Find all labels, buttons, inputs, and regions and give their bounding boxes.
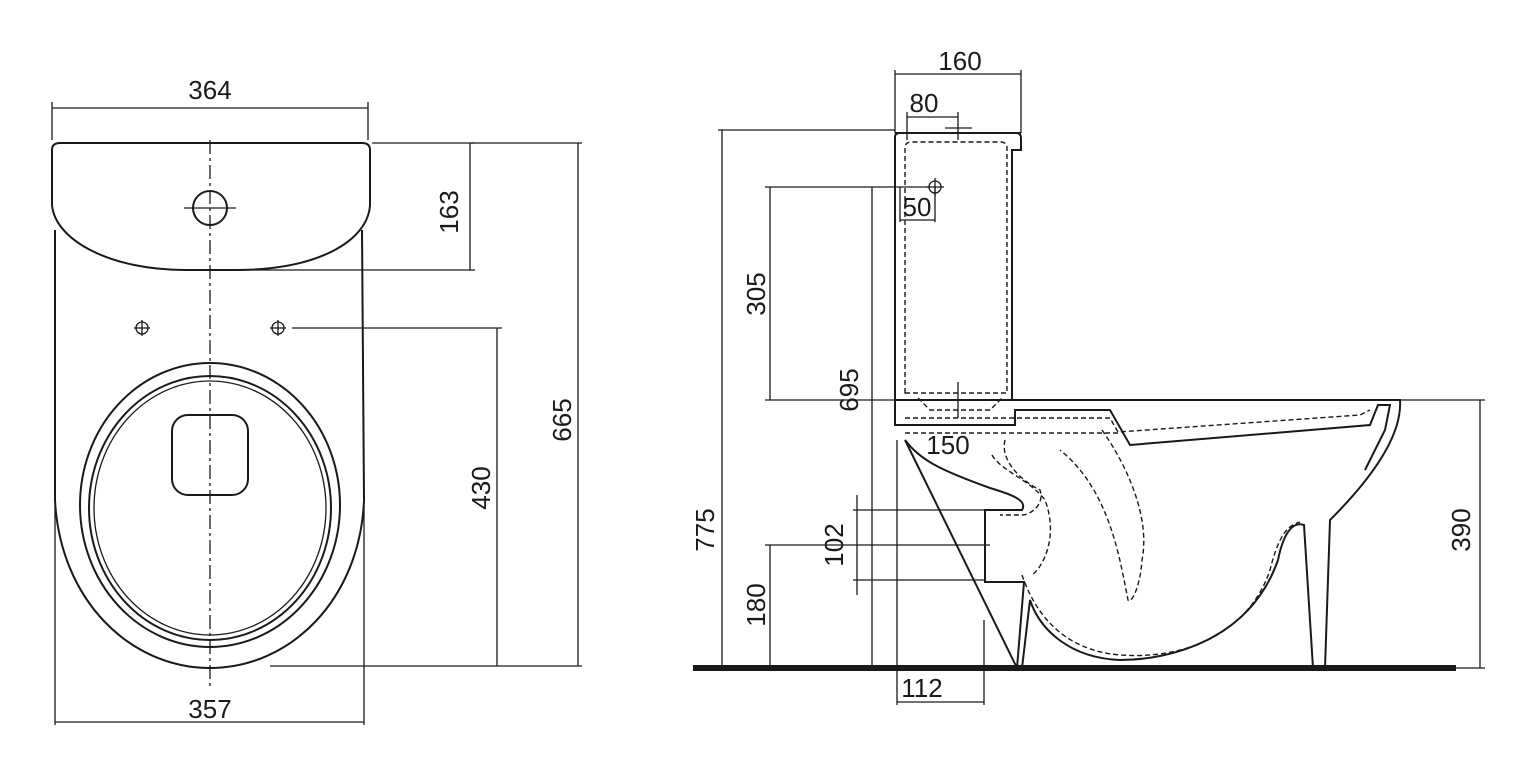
seat-hinge-pad [171, 414, 249, 496]
cistern-outline [894, 132, 1022, 400]
trapway [991, 439, 1301, 657]
dim-112: 112 [897, 620, 985, 705]
dim-label-150: 150 [926, 430, 969, 460]
dim-305: 305 [741, 186, 930, 401]
dim-150: 150 [896, 430, 970, 705]
dim-label-160: 160 [938, 46, 981, 76]
dim-label-695: 695 [834, 368, 864, 411]
dim-180: 180 [741, 544, 990, 668]
top-view: 364 357 163 430 665 [51, 75, 582, 725]
fixing-hole-right [270, 320, 286, 336]
dim-label-180: 180 [741, 583, 771, 626]
dim-label-364: 364 [188, 75, 231, 105]
dim-label-357: 357 [188, 694, 231, 724]
dim-430: 430 [270, 327, 502, 667]
cistern-inner [904, 141, 1008, 394]
dim-357: 357 [54, 505, 365, 725]
side-view: 160 80 50 305 695 [690, 46, 1485, 705]
dim-label-163: 163 [434, 190, 464, 233]
dim-label-50: 50 [903, 192, 932, 222]
dim-label-112: 112 [901, 673, 942, 703]
tank-outline [51, 142, 371, 271]
dim-80: 80 [906, 88, 972, 140]
dim-665: 665 [470, 142, 582, 667]
seat-inner [88, 375, 332, 641]
seat-outer [79, 362, 341, 648]
dim-label-80: 80 [910, 88, 939, 118]
dim-160: 160 [894, 46, 1022, 133]
dim-label-390: 390 [1446, 508, 1476, 551]
dim-label-665: 665 [547, 398, 577, 441]
dim-163: 163 [240, 142, 475, 271]
dim-775: 775 [690, 129, 895, 668]
bowl-side-outline [895, 399, 1402, 672]
dim-label-430: 430 [466, 466, 496, 509]
dim-label-775: 775 [690, 508, 720, 551]
dim-364: 364 [51, 75, 369, 140]
dim-695: 695 [834, 187, 873, 668]
dim-50: 50 [899, 187, 936, 222]
dim-label-305: 305 [741, 272, 771, 315]
dim-390: 390 [1400, 399, 1485, 669]
fixing-hole-left [134, 320, 150, 336]
